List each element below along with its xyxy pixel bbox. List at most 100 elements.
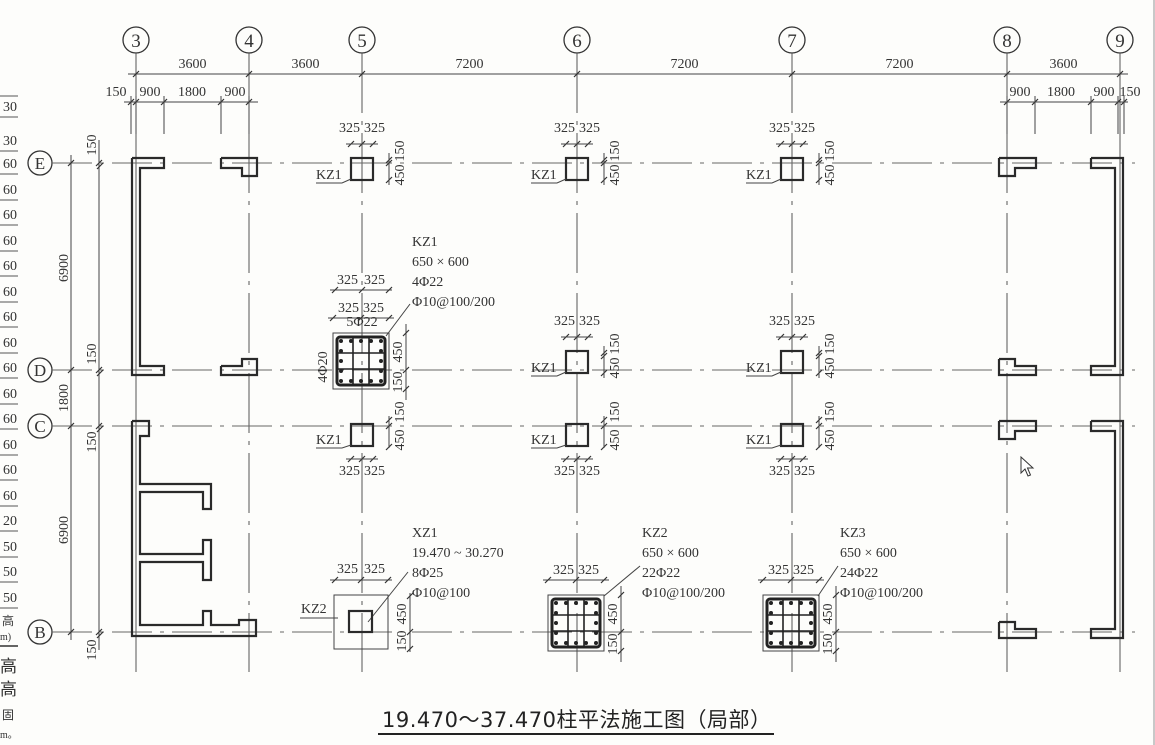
leader-line xyxy=(746,178,782,184)
dim-text: 150 xyxy=(85,135,100,156)
leader-line xyxy=(531,178,567,184)
dim-text-150: 150 xyxy=(606,634,621,655)
leader-line xyxy=(603,565,641,597)
dim-tick xyxy=(406,645,414,653)
rebar xyxy=(769,611,773,615)
dim-tick xyxy=(832,647,840,655)
rebar xyxy=(554,601,558,605)
column-kz1-detail-stirrup xyxy=(335,335,387,387)
kz1-detail-stirrups: Φ10@100/200 xyxy=(412,295,495,310)
dim-tick xyxy=(95,159,103,167)
axis-grid xyxy=(27,26,1135,672)
rebar xyxy=(594,621,598,625)
wall-stub-8D xyxy=(997,357,1038,377)
side-table-value: 20 xyxy=(3,514,17,529)
leader-line xyxy=(746,371,782,377)
dim-text-325: 325 xyxy=(578,563,599,578)
rebar xyxy=(789,601,793,605)
xz1-detail-bars: 8Φ25 xyxy=(412,566,443,581)
dim-tick xyxy=(96,369,104,377)
kz1-detail-bars: 4Φ22 xyxy=(412,275,443,290)
side-table-value: 60 xyxy=(3,285,17,300)
kz2-detail-bars: 22Φ22 xyxy=(642,566,680,581)
dim-tick xyxy=(245,70,253,78)
axis-label-6: 6 xyxy=(572,31,582,52)
side-table-value: 60 xyxy=(3,463,17,478)
column-label-kz1: KZ1 xyxy=(746,361,772,376)
axis-label-C: C xyxy=(34,417,45,436)
dim-tick xyxy=(67,159,75,167)
rebar xyxy=(809,621,813,625)
dim-text-325: 325 xyxy=(337,562,358,577)
wall-left-upper xyxy=(130,156,166,377)
kz3-detail-size: 650 × 600 xyxy=(840,546,897,561)
rebar xyxy=(379,369,383,373)
dim-text-150: 150 xyxy=(823,141,838,162)
dim-tick xyxy=(67,422,75,430)
axis-label-5: 5 xyxy=(357,31,367,52)
rebar xyxy=(809,611,813,615)
axis-label-E: E xyxy=(35,154,45,173)
kz2-detail-name: KZ2 xyxy=(642,526,668,541)
wall-right-lower xyxy=(1089,419,1125,640)
rebar xyxy=(769,631,773,635)
dim-tick xyxy=(96,631,104,639)
xz1-detail-name: XZ1 xyxy=(412,526,438,541)
dim-text: 150 xyxy=(85,344,100,365)
rebar xyxy=(339,369,343,373)
column-kz2-outline xyxy=(333,594,389,650)
wall-right-upper xyxy=(1089,156,1125,377)
dim-tick xyxy=(95,628,103,636)
rebar xyxy=(379,359,383,363)
rebar xyxy=(779,641,783,645)
rebar xyxy=(809,631,813,635)
side-table-footer: m) xyxy=(0,632,11,643)
dim-text-150: 150 xyxy=(391,372,406,393)
axis-label-9: 9 xyxy=(1115,31,1125,52)
side-table-value: 60 xyxy=(3,310,17,325)
side-table-value: 60 xyxy=(3,438,17,453)
column-kz3-detail-stirrup xyxy=(765,597,817,649)
wall-stub-8E xyxy=(997,156,1038,178)
side-table-footer: 固 xyxy=(2,708,14,722)
dim-text-450: 450 xyxy=(391,342,406,363)
column-kz3-detail-outline xyxy=(762,594,820,652)
column-kz2-detail-outline xyxy=(547,594,605,652)
kz3-detail-stirrups: Φ10@100/200 xyxy=(840,586,923,601)
dim-text: 1800 xyxy=(1047,85,1075,100)
column-kz1 xyxy=(779,156,805,182)
dim-tick xyxy=(95,366,103,374)
dim-text: 7200 xyxy=(671,57,699,72)
rebar xyxy=(564,601,568,605)
axis-label-D: D xyxy=(34,361,46,380)
column-label-kz1: KZ1 xyxy=(746,433,772,448)
dim-tick xyxy=(617,591,625,599)
side-table-value: 60 xyxy=(3,489,17,504)
dim-text-450: 450 xyxy=(608,165,623,186)
dim-text-325: 325 xyxy=(363,301,384,316)
rebar xyxy=(564,641,568,645)
dim-tick xyxy=(95,422,103,430)
leader-line xyxy=(746,444,782,449)
dim-text-450: 450 xyxy=(606,604,621,625)
dim-tick xyxy=(331,286,339,294)
dim-text: 150 xyxy=(85,432,100,453)
dim-text-150: 150 xyxy=(393,402,408,423)
rebar xyxy=(369,339,373,343)
rebar xyxy=(584,641,588,645)
side-table: 3030606060606060606060606060606020505050… xyxy=(0,95,18,741)
dim-text-150: 150 xyxy=(608,334,623,355)
dim-text-450: 450 xyxy=(608,358,623,379)
dim-tick xyxy=(132,70,140,78)
dim-text-325: 325 xyxy=(339,464,360,479)
dim-text-450: 450 xyxy=(608,430,623,451)
column-label-kz1: KZ1 xyxy=(746,168,772,183)
page-edge xyxy=(1153,0,1155,745)
column-label-kz1: KZ1 xyxy=(531,361,557,376)
dim-text-325: 325 xyxy=(579,464,600,479)
side-table-value: 60 xyxy=(3,157,17,172)
dim-text-325: 325 xyxy=(364,121,385,136)
dim-text: 150 xyxy=(1120,85,1141,100)
rebar xyxy=(379,339,383,343)
side-table-value: 60 xyxy=(3,387,17,402)
